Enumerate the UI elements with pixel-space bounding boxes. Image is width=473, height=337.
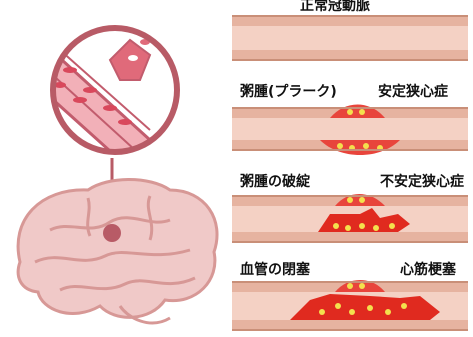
ruptured-plaque-artery bbox=[232, 194, 468, 242]
occluded-artery bbox=[232, 280, 468, 330]
label-plaque-rupture: 粥腫の破綻 bbox=[240, 174, 310, 190]
label-unstable-angina: 不安定狭心症 bbox=[380, 174, 464, 190]
label-stable-angina: 安定狭心症 bbox=[378, 84, 448, 100]
label-normal-coronary: 正常冠動脈 bbox=[300, 0, 370, 14]
label-plaque: 粥腫(プラーク) bbox=[240, 84, 337, 100]
label-vessel-occlusion: 血管の閉塞 bbox=[240, 262, 310, 278]
normal-artery bbox=[232, 16, 468, 60]
label-myocardial-infarction: 心筋梗塞 bbox=[400, 262, 456, 278]
stable-plaque-artery bbox=[232, 105, 468, 156]
